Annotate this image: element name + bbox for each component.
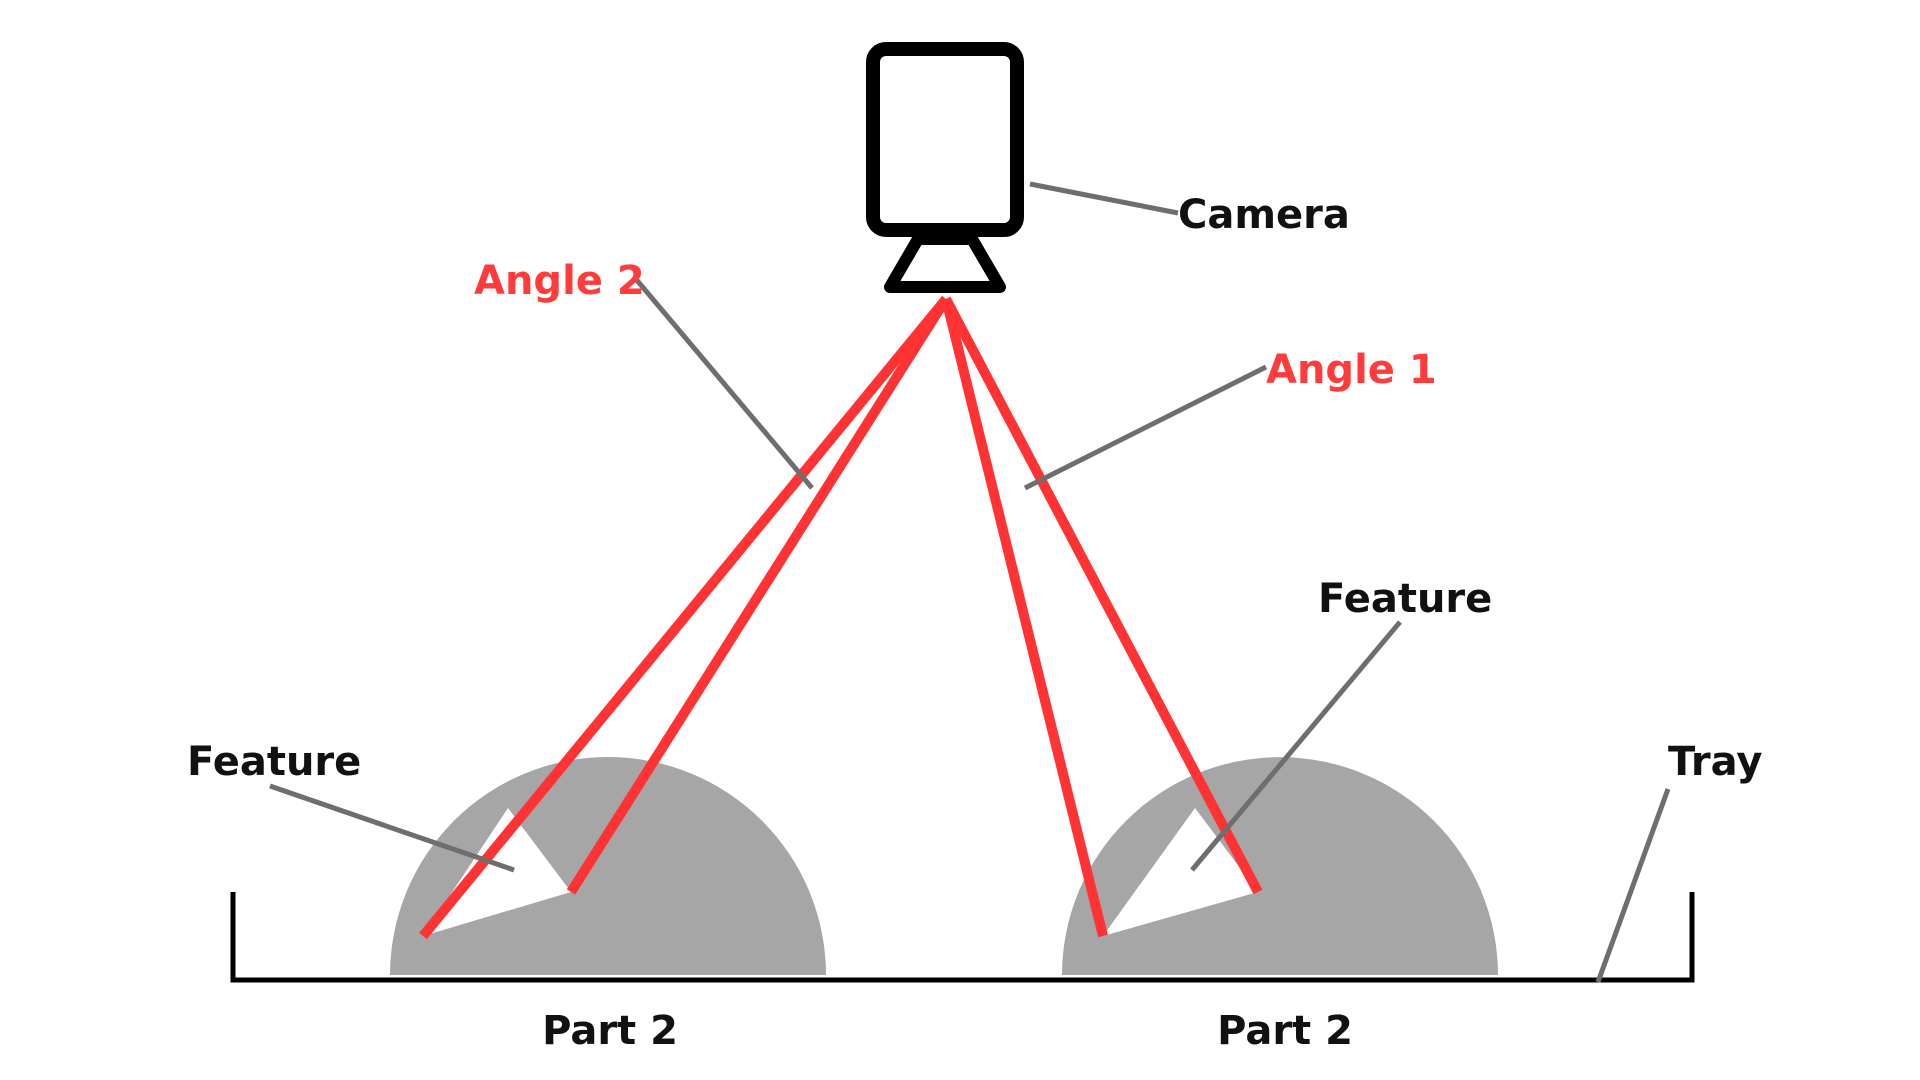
tray-shape	[230, 892, 1695, 983]
feature-right-label: Feature	[1318, 576, 1492, 622]
camera-body	[866, 42, 1024, 237]
leader-feature-right	[1190, 620, 1402, 872]
ray-angle1-inner	[941, 297, 1108, 938]
leader-tray	[1595, 788, 1671, 983]
tray-label: Tray	[1668, 739, 1762, 785]
ray-angle2-outer	[419, 295, 950, 940]
leader-angle1	[1023, 364, 1268, 491]
feature-left-label: Feature	[187, 739, 361, 785]
ray-angle2-inner	[566, 296, 951, 895]
camera-label: Camera	[1178, 192, 1350, 238]
angle-2-label: Angle 2	[474, 258, 645, 304]
part-left-shape	[390, 757, 826, 975]
feature-right-shape	[1103, 808, 1258, 936]
angle-1-label: Angle 1	[1266, 347, 1437, 393]
leader-camera	[1029, 181, 1179, 216]
leader-feature-left	[269, 783, 515, 873]
camera-lens	[884, 233, 1006, 293]
feature-left-shape	[423, 808, 571, 936]
part-left-label: Part 2	[542, 1008, 678, 1054]
ray-angle1-outer	[941, 296, 1263, 895]
part-right-label: Part 2	[1217, 1008, 1353, 1054]
part-right-shape	[1062, 757, 1498, 975]
leader-angle2	[633, 276, 814, 490]
